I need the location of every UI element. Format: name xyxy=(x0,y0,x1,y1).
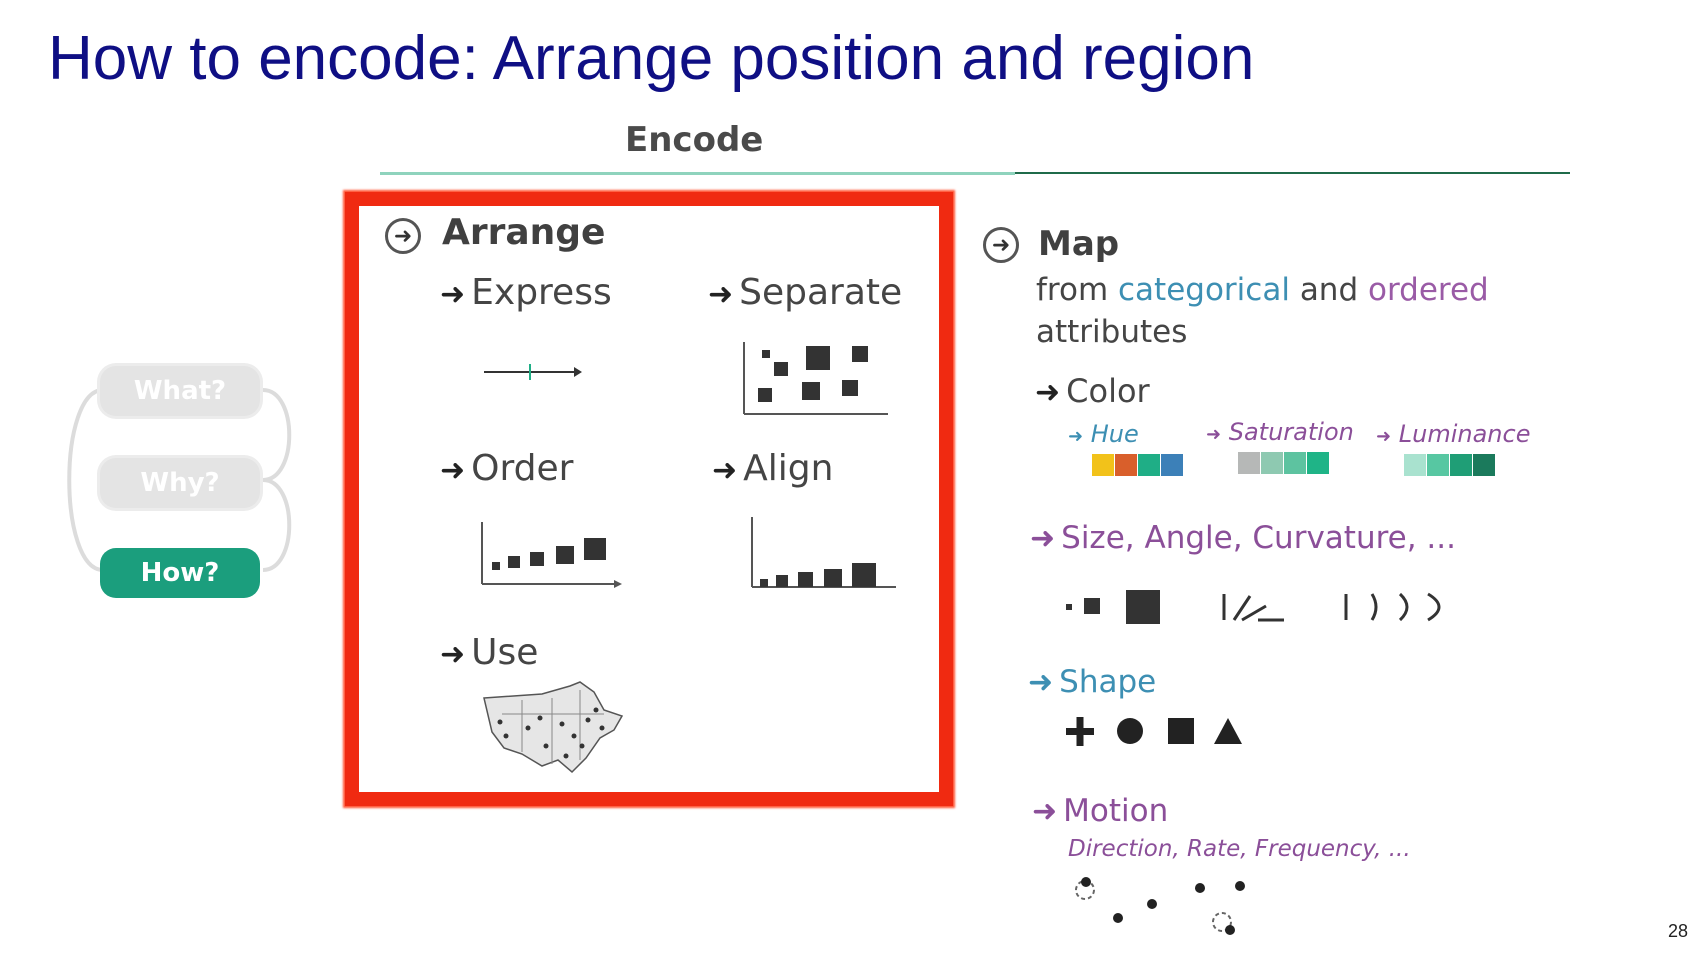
arrow-icon: ➜ xyxy=(1030,521,1056,556)
luminance-label: ➜ Luminance xyxy=(1376,420,1530,448)
saturation-swatch xyxy=(1307,452,1329,474)
map-circle-arrow-icon: ➜ xyxy=(983,227,1019,263)
hue-swatch xyxy=(1092,454,1114,476)
luminance-swatches xyxy=(1404,454,1496,480)
luminance-text: Luminance xyxy=(1398,420,1531,448)
arrow-icon: ➜ xyxy=(1035,375,1061,410)
align-label: Align xyxy=(743,448,834,489)
arrow-icon: ➜ xyxy=(440,453,466,488)
luminance-swatch xyxy=(1450,454,1472,476)
shape-label: Shape xyxy=(1059,664,1157,700)
arrange-express: ➜Express xyxy=(440,272,612,313)
desc-from: from xyxy=(1036,272,1109,308)
nav-what-pill[interactable]: What? xyxy=(100,366,260,416)
arrow-icon: ➜ xyxy=(1376,426,1392,447)
arrange-highlight-box xyxy=(345,192,953,806)
saturation-swatches xyxy=(1238,452,1330,478)
hue-swatch xyxy=(1138,454,1160,476)
size-angle-label: Size, Angle, Curvature, ... xyxy=(1061,520,1456,556)
arrange-align: ➜Align xyxy=(712,448,833,489)
arrange-circle-arrow-icon: ➜ xyxy=(385,218,421,254)
arrow-icon: ➜ xyxy=(1032,794,1058,829)
map-description-line1: from categorical and ordered xyxy=(1036,272,1489,308)
arrange-heading: Arrange xyxy=(442,212,606,253)
separate-glyph-icon xyxy=(743,342,888,415)
saturation-text: Saturation xyxy=(1228,418,1354,446)
hue-label: ➜ Hue xyxy=(1068,420,1139,448)
hue-swatch xyxy=(1115,454,1137,476)
motion-subtitle: Direction, Rate, Frequency, ... xyxy=(1068,836,1411,862)
motion-label: Motion xyxy=(1063,793,1169,829)
map-color: ➜Color xyxy=(1035,372,1150,410)
arrow-icon: ➜ xyxy=(1068,426,1084,447)
arrange-use: ➜Use xyxy=(440,632,538,673)
desc-ordered: ordered xyxy=(1368,272,1489,308)
luminance-swatch xyxy=(1427,454,1449,476)
map-motion: ➜Motion xyxy=(1032,793,1168,829)
arrow-icon: ➜ xyxy=(440,277,466,312)
order-glyph-icon xyxy=(481,522,622,588)
arrow-icon: ➜ xyxy=(708,277,734,312)
desc-categorical: categorical xyxy=(1118,272,1290,308)
map-description-line2: attributes xyxy=(1036,314,1188,350)
express-glyph-icon xyxy=(484,364,582,380)
shape-glyphs-icon xyxy=(1066,717,1242,746)
luminance-swatch xyxy=(1473,454,1495,476)
hue-swatches xyxy=(1092,454,1184,480)
desc-and: and xyxy=(1299,272,1359,308)
map-shape: ➜Shape xyxy=(1028,664,1156,700)
saturation-swatch xyxy=(1238,452,1260,474)
map-heading: Map xyxy=(1038,224,1120,264)
slide-title: How to encode: Arrange position and regi… xyxy=(48,24,1255,93)
encode-underline-dark xyxy=(1015,172,1570,174)
arrange-order: ➜Order xyxy=(440,448,573,489)
arrow-icon: ➜ xyxy=(1206,424,1222,445)
size-angle-curvature-glyphs-icon xyxy=(1066,590,1441,624)
nav-why-pill[interactable]: Why? xyxy=(100,458,260,508)
separate-label: Separate xyxy=(739,272,903,313)
saturation-swatch xyxy=(1261,452,1283,474)
hue-text: Hue xyxy=(1090,420,1139,448)
hue-swatch xyxy=(1161,454,1183,476)
express-label: Express xyxy=(471,272,612,313)
encode-label: Encode xyxy=(625,120,764,160)
arrow-icon: ➜ xyxy=(712,453,738,488)
luminance-swatch xyxy=(1404,454,1426,476)
map-size-angle: ➜Size, Angle, Curvature, ... xyxy=(1030,520,1456,556)
order-label: Order xyxy=(471,448,574,489)
encode-underline-light xyxy=(380,172,1015,175)
use-label: Use xyxy=(471,632,539,673)
map-glyph-icon xyxy=(483,681,624,774)
arrow-icon: ➜ xyxy=(440,637,466,672)
arrange-separate: ➜Separate xyxy=(708,272,902,313)
page-number: 28 xyxy=(1667,921,1688,941)
nav-how-pill[interactable]: How? xyxy=(100,548,260,598)
saturation-swatch xyxy=(1284,452,1306,474)
saturation-label: ➜ Saturation xyxy=(1206,418,1354,446)
arrow-icon: ➜ xyxy=(1028,665,1054,700)
align-glyph-icon xyxy=(751,517,896,588)
color-label: Color xyxy=(1066,372,1150,410)
motion-glyphs-icon xyxy=(1075,877,1245,935)
nav-connector-lines xyxy=(67,388,292,572)
